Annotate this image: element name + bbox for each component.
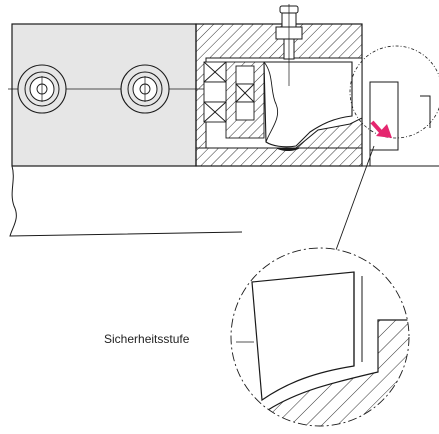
fastening-screw-left xyxy=(17,64,67,114)
detail-circle-large xyxy=(230,247,410,427)
grease-nipple xyxy=(275,4,303,86)
direction-arrow-icon xyxy=(370,120,392,138)
spring-pack xyxy=(203,61,255,123)
callout-label-safety-step: Sicherheitsstufe xyxy=(104,332,190,346)
jaw-contact-edge xyxy=(369,81,431,166)
clamping-jaw xyxy=(263,61,353,151)
fastening-screw-right xyxy=(120,64,170,114)
leader-line xyxy=(335,145,375,251)
rail xyxy=(9,165,439,237)
detail-circle-small xyxy=(349,45,439,139)
